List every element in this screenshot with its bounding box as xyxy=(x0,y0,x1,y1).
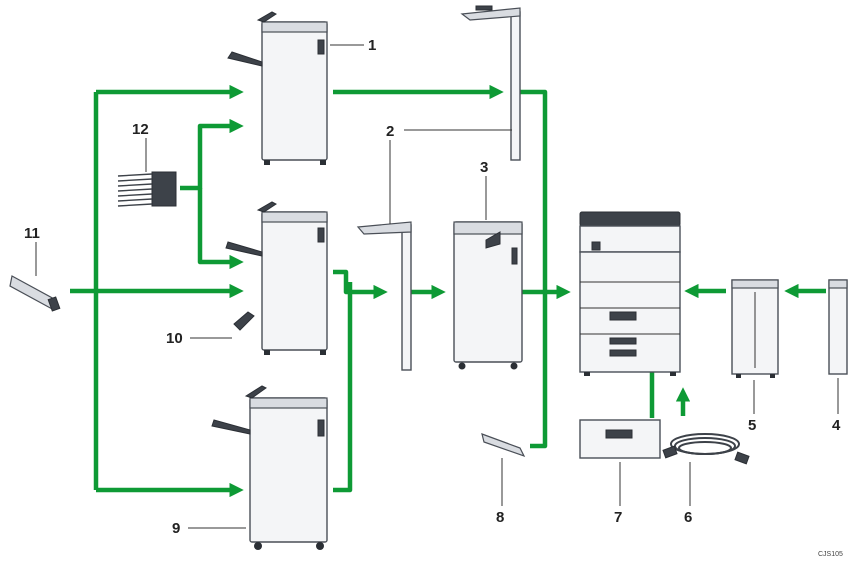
finisher-1 xyxy=(227,11,328,165)
callout-10: 10 xyxy=(166,330,183,347)
flow-2-upper-down xyxy=(520,89,548,449)
flow-12-trunk xyxy=(180,118,244,191)
figure-code: CJS105 xyxy=(818,551,843,558)
callout-5: 5 xyxy=(748,417,756,434)
finisher-10 xyxy=(225,201,328,355)
finisher-9 xyxy=(211,385,328,550)
callout-11: 11 xyxy=(24,225,40,242)
callout-2: 2 xyxy=(386,123,394,140)
unit-3 xyxy=(453,221,523,370)
callout-7: 7 xyxy=(614,509,622,526)
callout-4: 4 xyxy=(832,417,841,434)
callout-labels: 1 2 3 4 5 6 7 8 9 10 11 12 CJS105 xyxy=(24,37,843,558)
callout-9: 9 xyxy=(172,520,180,537)
callout-8: 8 xyxy=(496,509,504,526)
mailbox-12 xyxy=(117,171,177,207)
bridge-unit-2-upper xyxy=(460,5,521,161)
unit-4 xyxy=(828,279,848,375)
callout-1: 1 xyxy=(368,37,376,54)
flow-10-out xyxy=(333,269,388,300)
tray-8 xyxy=(481,433,526,458)
bridge-unit-2-lower xyxy=(356,221,412,371)
unit-5 xyxy=(731,279,779,378)
unit-11 xyxy=(9,275,61,312)
callout-3: 3 xyxy=(480,159,488,176)
callout-12: 12 xyxy=(132,121,149,138)
callout-6: 6 xyxy=(684,509,692,526)
cable-6 xyxy=(662,433,750,465)
connection-arrows xyxy=(70,84,826,498)
main-printer xyxy=(579,211,681,376)
paper-tray-7 xyxy=(579,419,661,459)
flow-9-out xyxy=(333,282,353,493)
flow-12-lower xyxy=(197,188,244,270)
leader-lines xyxy=(35,44,839,529)
